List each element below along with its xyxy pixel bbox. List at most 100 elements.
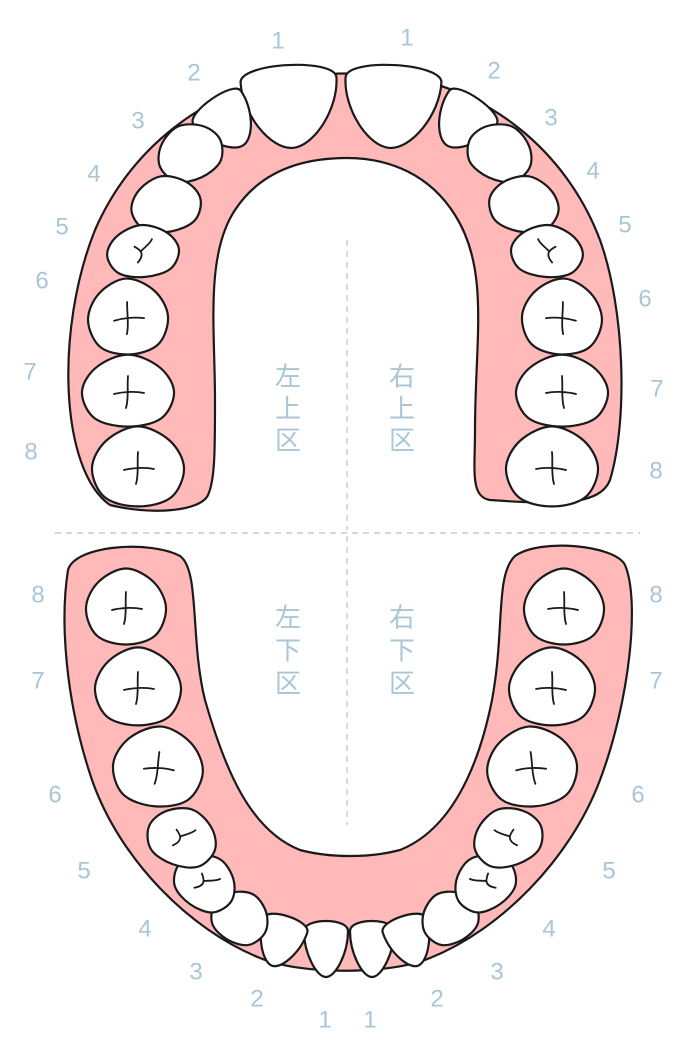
tooth-1 xyxy=(344,63,443,150)
tooth-1 xyxy=(239,63,338,150)
tooth-5 xyxy=(473,807,544,869)
tooth-8 xyxy=(504,425,600,508)
tooth-number-lower-right-7: 7 xyxy=(649,667,662,694)
tooth-groove xyxy=(123,451,155,485)
tooth-number-lower-right-2: 2 xyxy=(430,985,443,1012)
tooth-8 xyxy=(522,567,606,646)
tooth-groove xyxy=(113,375,145,409)
tooth-groove xyxy=(515,751,548,785)
quadrant-char: 左 xyxy=(275,604,301,634)
tooth-crown xyxy=(259,912,309,968)
tooth-6 xyxy=(486,725,579,808)
tooth-8 xyxy=(90,425,186,508)
quadrant-label-lower-right: 右 下 区 xyxy=(389,604,415,700)
tooth-number-lower-left-5: 5 xyxy=(77,857,90,884)
tooth-number-lower-left-7: 7 xyxy=(31,667,44,694)
tooth-5 xyxy=(509,223,584,279)
tooth-number-upper-left-1: 1 xyxy=(271,27,284,54)
tooth-number-lower-left-3: 3 xyxy=(189,958,202,985)
tooth-groove xyxy=(111,591,143,625)
tooth-number-lower-right-8: 8 xyxy=(649,581,662,608)
quadrant-char: 下 xyxy=(389,637,415,667)
tooth-groove xyxy=(493,828,518,847)
tooth-1 xyxy=(302,920,350,979)
tooth-crown xyxy=(157,123,224,184)
tooth-groove xyxy=(537,238,557,264)
tooth-number-upper-right-4: 4 xyxy=(586,157,599,184)
quadrant-char: 右 xyxy=(389,604,415,634)
tooth-groove xyxy=(123,671,155,705)
tooth-number-upper-left-2: 2 xyxy=(187,59,200,86)
tooth-number-lower-left-4: 4 xyxy=(138,915,151,942)
tooth-crown xyxy=(130,174,202,234)
tooth-7 xyxy=(514,353,610,428)
tooth-groove xyxy=(547,591,579,625)
tooth-7 xyxy=(507,646,597,727)
quadrant-char: 右 xyxy=(389,363,415,393)
quadrant-char: 上 xyxy=(275,395,301,425)
upper-right-teeth xyxy=(344,63,610,508)
tooth-number-upper-left-3: 3 xyxy=(131,107,144,134)
tooth-crown xyxy=(344,63,443,150)
tooth-number-upper-left-8: 8 xyxy=(24,438,37,465)
tooth-4 xyxy=(130,174,202,234)
quadrant-char: 区 xyxy=(275,670,301,700)
tooth-6 xyxy=(520,277,604,356)
quadrant-char: 上 xyxy=(389,395,415,425)
tooth-3 xyxy=(157,123,224,184)
tooth-number-lower-right-6: 6 xyxy=(631,781,644,808)
tooth-groove xyxy=(545,301,577,335)
quadrant-label-lower-left: 左 下 区 xyxy=(275,604,301,700)
tooth-number-upper-left-4: 4 xyxy=(87,160,100,187)
tooth-number-upper-right-2: 2 xyxy=(487,57,500,84)
tooth-crown xyxy=(239,63,338,150)
tooth-number-lower-left-8: 8 xyxy=(31,581,44,608)
tooth-groove xyxy=(142,751,175,785)
upper-left-teeth xyxy=(80,63,338,508)
lower-left-teeth xyxy=(84,567,350,979)
tooth-number-upper-left-6: 6 xyxy=(35,267,48,294)
tooth-groove xyxy=(535,671,567,705)
tooth-8 xyxy=(84,567,168,646)
tooth-groove xyxy=(193,872,221,889)
tooth-number-lower-left-2: 2 xyxy=(250,985,263,1012)
lower-right-teeth xyxy=(348,567,606,979)
quadrant-label-upper-left: 左 上 区 xyxy=(275,363,301,457)
quadrant-char: 区 xyxy=(389,670,415,700)
tooth-crown xyxy=(381,912,431,968)
tooth-number-lower-right-3: 3 xyxy=(490,958,503,985)
tooth-crown xyxy=(106,223,181,279)
quadrant-char: 下 xyxy=(275,637,301,667)
tooth-groove xyxy=(172,828,197,847)
tooth-groove xyxy=(113,301,145,335)
tooth-number-upper-left-5: 5 xyxy=(55,213,68,240)
tooth-number-upper-right-1: 1 xyxy=(400,24,413,51)
tooth-number-lower-right-5: 5 xyxy=(602,857,615,884)
tooth-number-upper-right-8: 8 xyxy=(649,457,662,484)
quadrant-label-upper-right: 右 上 区 xyxy=(389,363,415,457)
tooth-groove xyxy=(133,238,153,264)
tooth-groove xyxy=(545,375,577,409)
tooth-number-lower-left-1: 1 xyxy=(318,1006,331,1033)
tooth-number-upper-right-7: 7 xyxy=(650,375,663,402)
tooth-groove xyxy=(535,451,567,485)
tooth-5 xyxy=(106,223,181,279)
quadrant-char: 区 xyxy=(275,427,301,457)
tooth-6 xyxy=(86,277,170,356)
tooth-groove xyxy=(469,872,497,889)
tooth-7 xyxy=(93,646,183,727)
tooth-crown xyxy=(473,807,544,869)
tooth-7 xyxy=(80,353,176,428)
tooth-number-upper-right-5: 5 xyxy=(618,211,631,238)
tooth-crown xyxy=(302,920,350,979)
quadrant-char: 区 xyxy=(389,427,415,457)
quadrant-char: 左 xyxy=(275,363,301,393)
tooth-number-lower-right-4: 4 xyxy=(542,915,555,942)
tooth-5 xyxy=(146,807,217,869)
tooth-6 xyxy=(111,725,204,808)
tooth-number-upper-right-6: 6 xyxy=(638,285,651,312)
tooth-number-lower-left-6: 6 xyxy=(48,781,61,808)
tooth-number-upper-left-7: 7 xyxy=(23,358,36,385)
